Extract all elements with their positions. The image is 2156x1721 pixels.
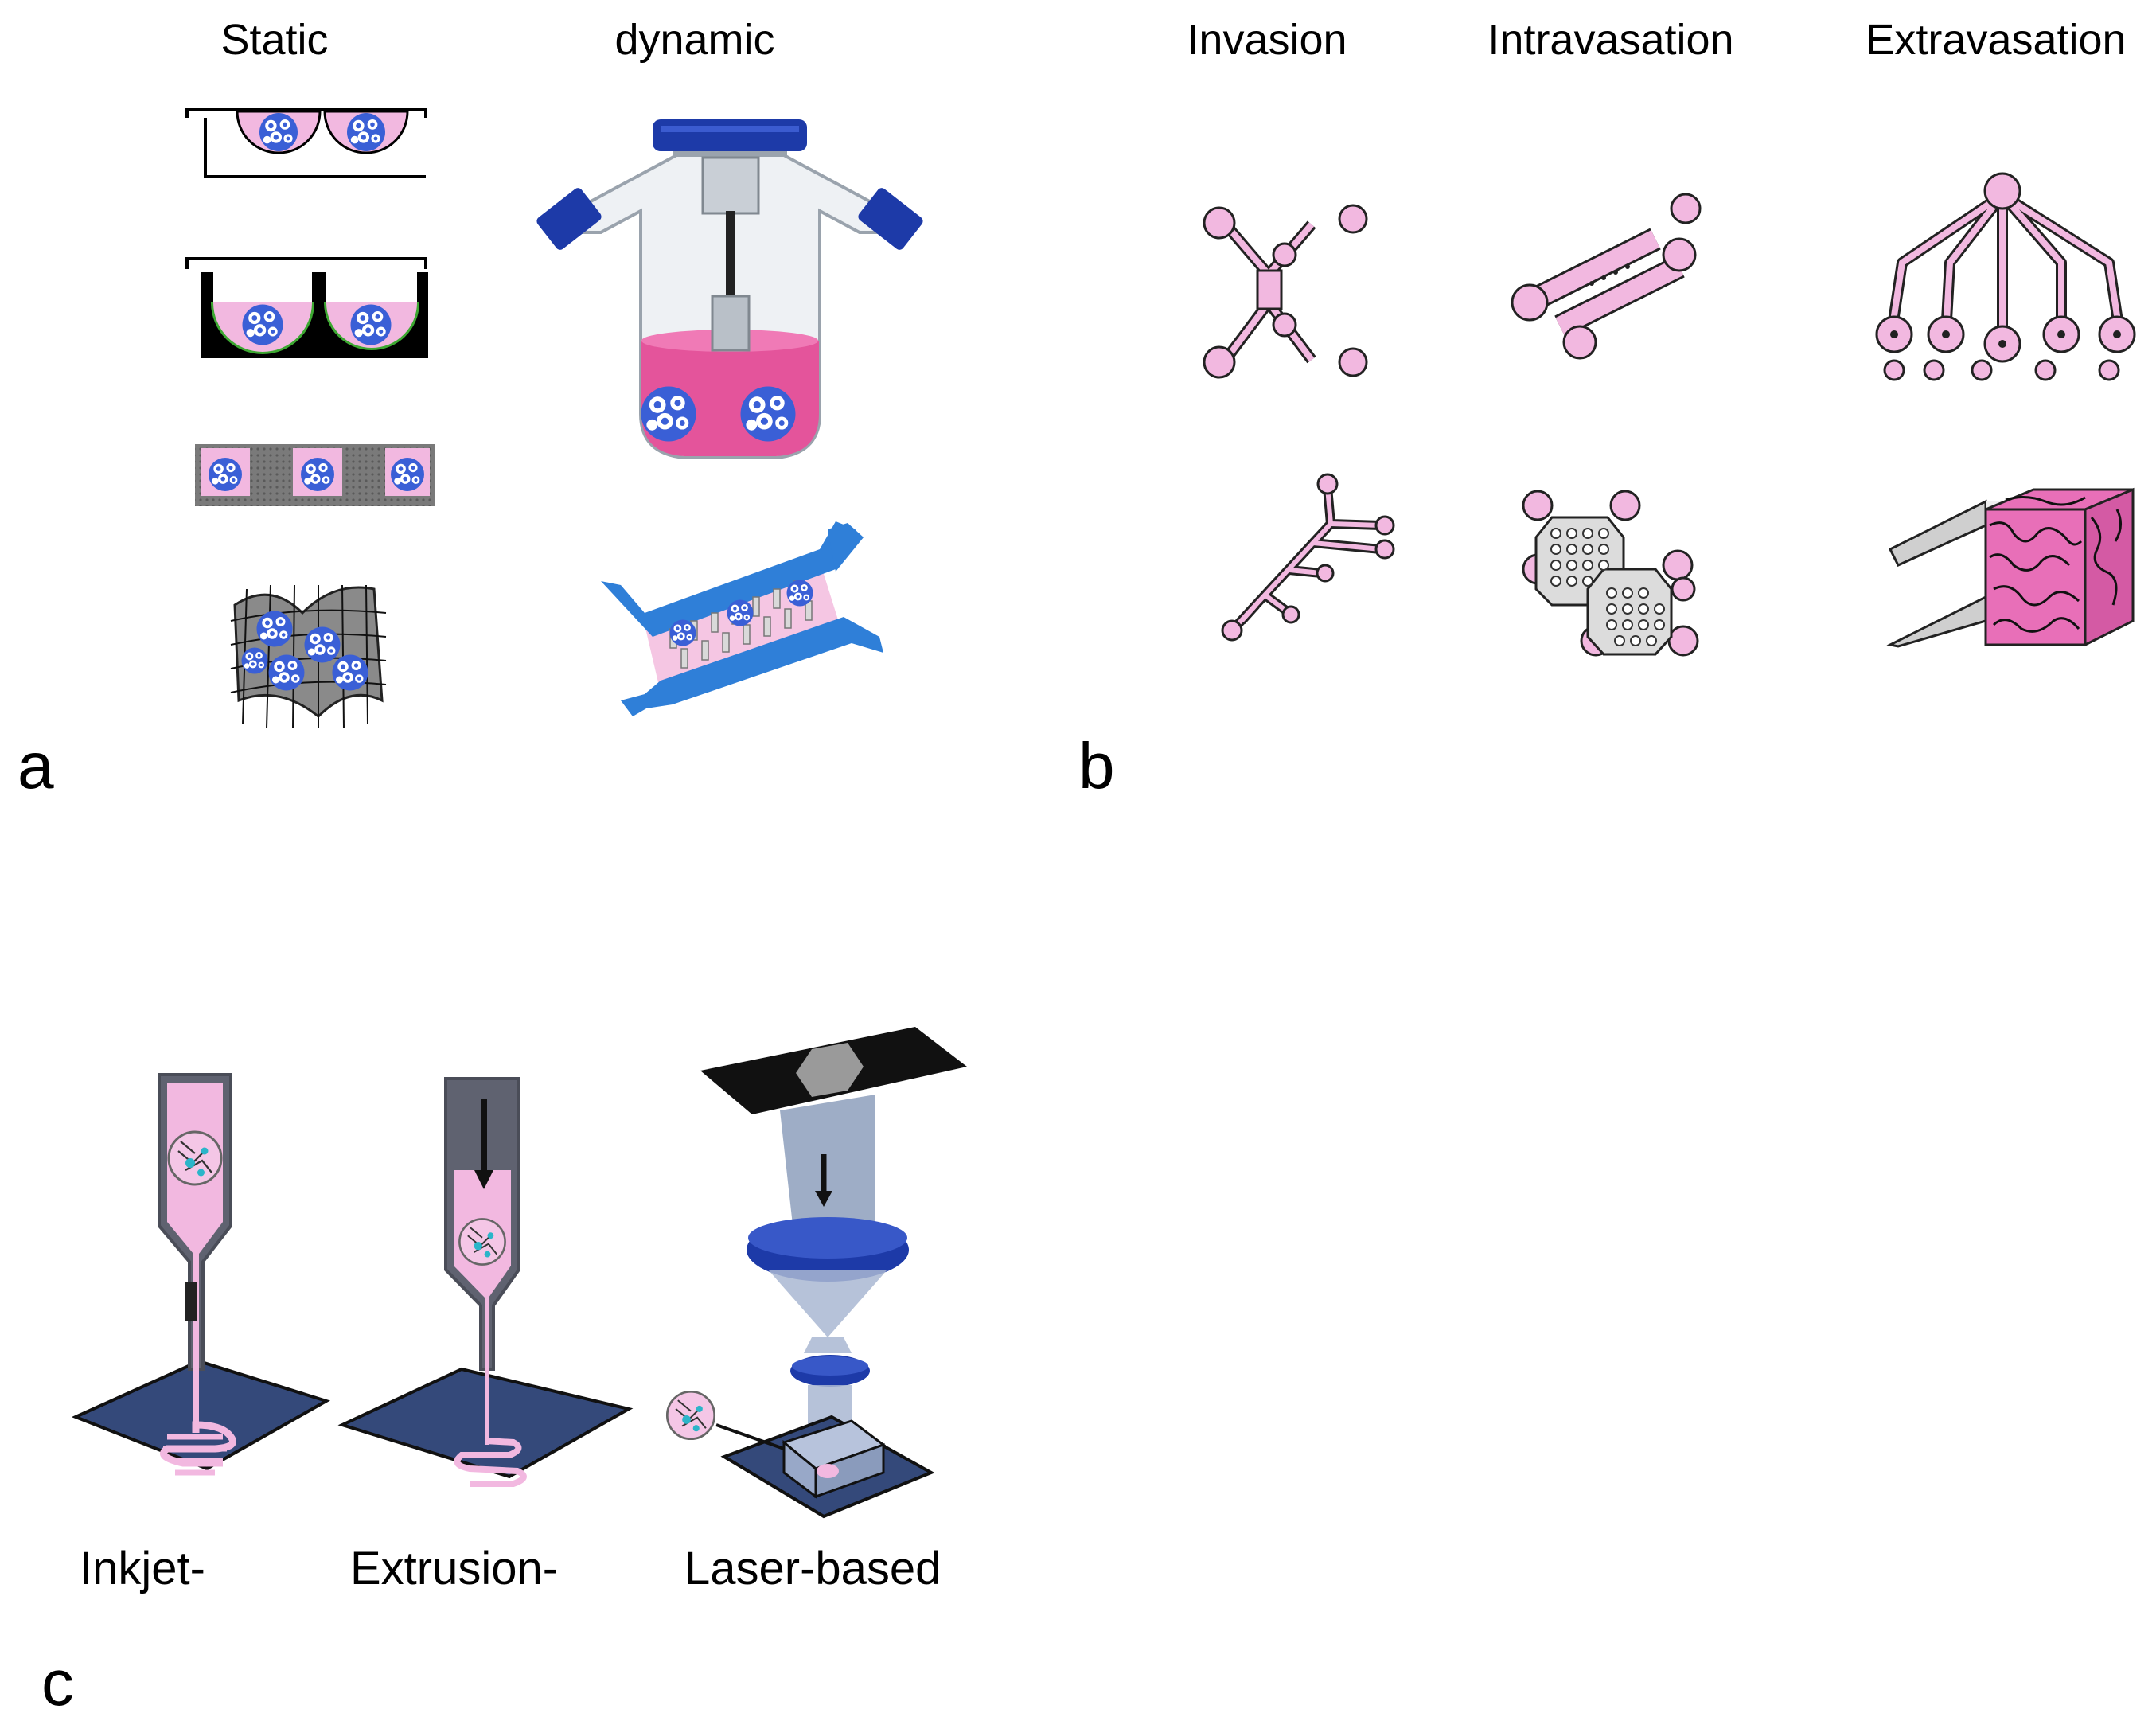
column-label-extravasation: Extravasation	[1866, 16, 2126, 64]
invasion-chip-x-icon	[1203, 204, 1368, 379]
panel-a: Static dynamic	[18, 16, 923, 802]
microfluidic-perfusion-chip-icon	[601, 521, 883, 716]
intravasation-chip-linear-icon	[1511, 193, 1702, 360]
method-label-laser: Laser-based	[684, 1543, 941, 1594]
extravasation-3d-block-icon	[1886, 487, 2135, 648]
round-bottom-well-plate-icon	[185, 257, 428, 358]
inkjet-nozzle-icon	[71, 1073, 330, 1476]
dynamic-label: dynamic	[614, 16, 774, 64]
method-label-inkjet: Inkjet-	[80, 1543, 205, 1594]
panel-c: Inkjet- Extrusion- Laser-based c	[41, 1027, 967, 1719]
invasion-chip-branched-icon	[1221, 473, 1395, 642]
extrusion-syringe-icon	[337, 1077, 634, 1487]
extravasation-chip-tree-icon	[1875, 172, 2136, 381]
method-label-extrusion: Extrusion-	[350, 1543, 558, 1594]
static-label: Static	[220, 16, 328, 64]
panel-b-letter: b	[1078, 730, 1115, 802]
intravasation-chip-chamber-icon	[1522, 490, 1699, 657]
panel-c-letter: c	[41, 1647, 74, 1719]
laser-projection-icon	[665, 1027, 967, 1519]
scaffold-mesh-icon	[230, 584, 387, 729]
column-label-intravasation: Intravasation	[1487, 16, 1733, 64]
spinner-flask-icon	[536, 119, 923, 459]
panel-a-letter: a	[18, 730, 54, 802]
hanging-drop-plate-icon	[185, 108, 427, 178]
microwell-array-icon	[195, 444, 435, 506]
column-label-invasion: Invasion	[1187, 16, 1347, 64]
panel-b: Invasion Intravasation Extravasation	[1078, 16, 2136, 802]
